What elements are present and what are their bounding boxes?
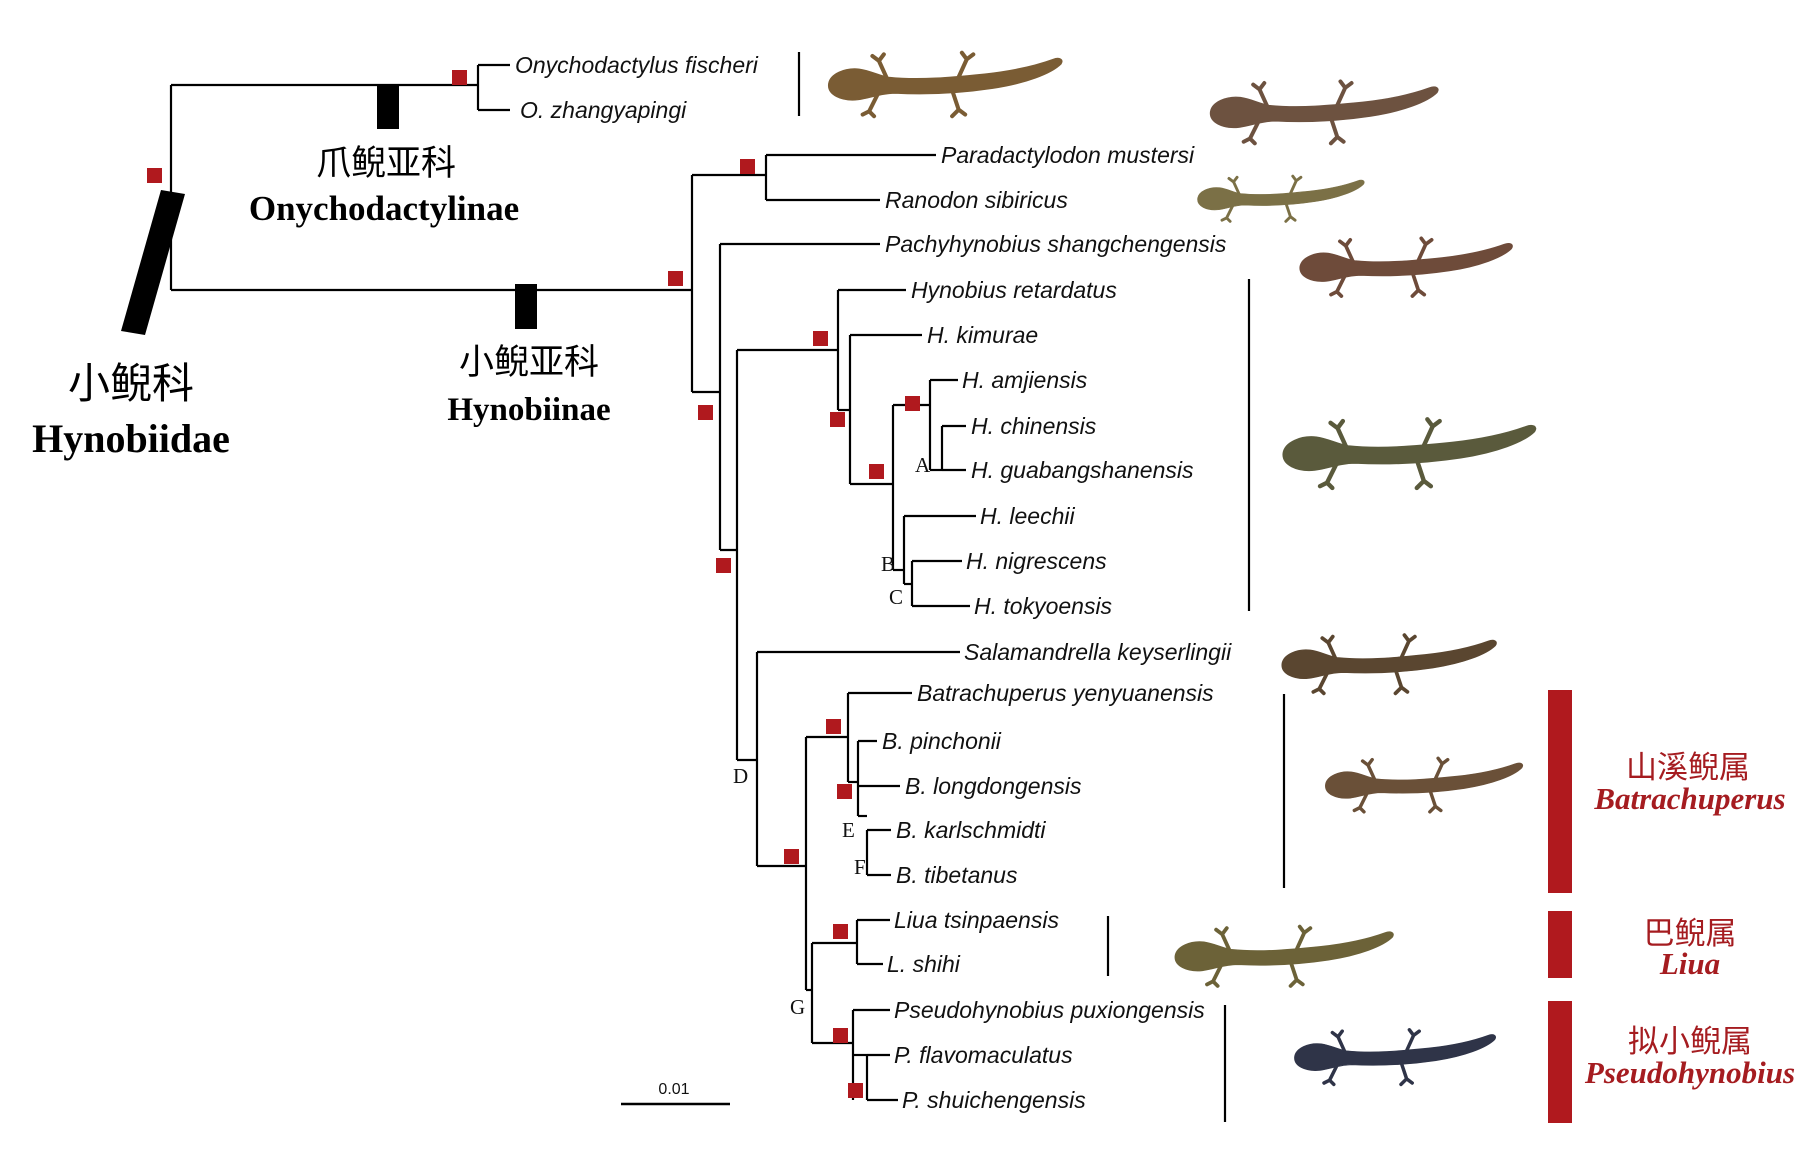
- hynobiidae-cn-label: 小鲵科: [68, 359, 194, 408]
- taxon-label: B. tibetanus: [896, 862, 1018, 888]
- support-marker: [848, 1083, 863, 1098]
- node-label-e: E: [842, 818, 855, 842]
- salamander-photo-pseudohynobius: [1294, 1030, 1495, 1085]
- salamander-photo-ranodon: [1198, 176, 1365, 221]
- batrachuperus-cn-label: 山溪鲵属: [1626, 750, 1750, 786]
- liua-bar: [1548, 911, 1572, 978]
- hynobiidae-bar: [121, 190, 185, 335]
- pseudohynobius-bar: [1548, 1001, 1572, 1123]
- taxon-label: H. kimurae: [927, 322, 1038, 348]
- taxon-label: Onychodactylus fischeri: [515, 52, 759, 78]
- support-marker: [698, 405, 713, 420]
- node-label-a: A: [915, 453, 931, 477]
- taxon-label: H. nigrescens: [966, 548, 1107, 574]
- batrachuperus-bar: [1548, 690, 1572, 893]
- scale-bar: 0.01: [621, 1081, 730, 1106]
- support-marker: [784, 849, 799, 864]
- onychodactylinae-lat-label: Onychodactylinae: [249, 189, 519, 228]
- hynobiinae-lat-label: Hynobiinae: [447, 392, 610, 428]
- taxon-label: Pachyhynobius shangchengensis: [885, 231, 1227, 257]
- support-marker: [452, 70, 467, 85]
- tree-branches: [169, 63, 976, 1102]
- taxon-label: Batrachuperus yenyuanensis: [917, 680, 1214, 706]
- support-marker: [740, 159, 755, 174]
- taxon-label: Paradactylodon mustersi: [941, 142, 1195, 168]
- support-marker: [716, 558, 731, 573]
- liua-lat-label: Liua: [1659, 946, 1720, 981]
- rank-labels: 爪鲵亚科 Onychodactylinae 小鲵亚科 Hynobiinae 小鲵…: [32, 144, 611, 461]
- salamander-photo-batrachuperus: [1325, 758, 1522, 812]
- support-marker: [833, 924, 848, 939]
- taxon-label: H. amjiensis: [962, 367, 1088, 393]
- clade-brackets: [797, 52, 1286, 1122]
- taxon-label: H. chinensis: [971, 413, 1097, 439]
- pseudohynobius-lat-label: Pseudohynobius: [1584, 1055, 1795, 1090]
- node-label-c: C: [889, 585, 903, 609]
- support-marker: [830, 412, 845, 427]
- support-marker: [813, 331, 828, 346]
- support-markers: [147, 70, 920, 1098]
- taxon-label: Hynobius retardatus: [911, 277, 1117, 303]
- support-marker: [668, 271, 683, 286]
- salamander-photo-paradactylodon: [1210, 81, 1438, 143]
- scale-bar-label: 0.01: [658, 1081, 689, 1098]
- taxon-label: L. shihi: [887, 951, 961, 977]
- node-labels: A B C D E F G: [733, 453, 931, 1019]
- taxon-label: B. longdongensis: [905, 773, 1082, 799]
- support-marker: [905, 396, 920, 411]
- salamander-photo-hynobius: [1283, 419, 1536, 488]
- salamander-photo-salamandrella: [1282, 635, 1497, 693]
- support-marker: [833, 1028, 848, 1043]
- hynobiidae-lat-label: Hynobiidae: [32, 416, 230, 461]
- support-marker: [147, 168, 162, 183]
- support-marker: [869, 464, 884, 479]
- hynobiinae-cn-label: 小鲵亚科: [459, 343, 599, 383]
- batrachuperus-lat-label: Batrachuperus: [1593, 781, 1785, 816]
- support-marker: [837, 784, 852, 799]
- taxon-label: Salamandrella keyserlingii: [964, 639, 1232, 665]
- taxon-label: O. zhangyapingi: [520, 97, 687, 123]
- taxon-label: H. guabangshanensis: [971, 457, 1194, 483]
- taxon-label: H. leechii: [980, 503, 1075, 529]
- taxon-label: H. tokyoensis: [974, 593, 1113, 619]
- taxon-label: P. flavomaculatus: [894, 1042, 1073, 1068]
- onychodactylinae-bar: [377, 84, 399, 129]
- node-label-g: G: [790, 995, 805, 1019]
- salamander-photo-pachyhynobius: [1300, 238, 1513, 296]
- node-label-b: B: [881, 552, 895, 576]
- taxon-label: B. pinchonii: [882, 728, 1002, 754]
- hynobiinae-bar: [515, 284, 537, 329]
- taxon-label: Pseudohynobius puxiongensis: [894, 997, 1205, 1023]
- taxon-label: B. karlschmidti: [896, 817, 1046, 843]
- liua-cn-label: 巴鲵属: [1644, 916, 1737, 952]
- genus-bars: [1548, 690, 1572, 1123]
- support-marker: [826, 719, 841, 734]
- onychodactylinae-cn-label: 爪鲵亚科: [316, 144, 456, 184]
- taxon-label: Ranodon sibiricus: [885, 187, 1068, 213]
- salamander-photo-liua: [1175, 927, 1393, 986]
- salamander-photo-onychodactylus: [828, 53, 1062, 116]
- taxon-labels: Onychodactylus fischeri O. zhangyapingi …: [515, 52, 1232, 1113]
- taxon-label: P. shuichengensis: [902, 1087, 1086, 1113]
- genus-labels: 山溪鲵属 Batrachuperus 巴鲵属 Liua 拟小鲵属 Pseudoh…: [1584, 750, 1795, 1090]
- pseudohynobius-cn-label: 拟小鲵属: [1628, 1024, 1752, 1060]
- node-label-f: F: [854, 855, 866, 879]
- taxon-label: Liua tsinpaensis: [894, 907, 1059, 933]
- node-label-d: D: [733, 764, 748, 788]
- rank-bars: [121, 84, 537, 335]
